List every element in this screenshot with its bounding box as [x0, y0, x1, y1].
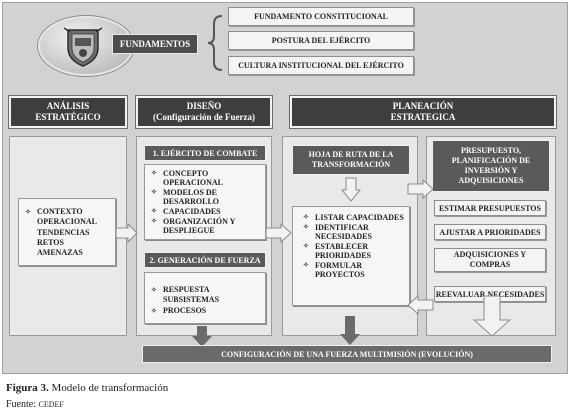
hoja-ruta-box: LISTAR CAPACIDADES IDENTIFICAR NECESIDAD… [292, 206, 410, 306]
ejercito-combate-item: CAPACIDADES [151, 207, 262, 216]
ejercito-combate-box: CONCEPTO OPERACIONAL MODELOS DE DESARROL… [144, 164, 266, 240]
hoja-ruta-item: FORMULAR PROYECTOS [303, 261, 406, 279]
arrow-right-icon [407, 178, 434, 200]
caption-text: Modelo de transformación [48, 382, 169, 394]
planeacion-header: PLANEACIÓN ESTRATEGICA [290, 96, 556, 128]
brace-icon [207, 15, 223, 71]
presupuesto-title: PRESUPUESTO, PLANIFICACIÓN DE INVERSIÓN … [432, 140, 550, 192]
diseno-header: DISEÑO (Configuración de Fuerza) [136, 96, 272, 128]
generacion-fuerza-title: 2. GENERACIÓN DE FUERZA [144, 252, 266, 268]
arrow-left-icon [407, 294, 434, 316]
ejercito-combate-item: CONCEPTO OPERACIONAL [151, 169, 262, 187]
planeacion-title-line2: ESTRATEGICA [390, 112, 456, 122]
arrow-down-icon [192, 326, 212, 347]
figure-source: Fuente: CEDEF [6, 399, 64, 410]
caption-label: Figura 3. [6, 382, 49, 394]
coat-of-arms-icon [63, 27, 103, 67]
ejercito-combate-item: MODELOS DE DESARROLLO [151, 188, 262, 206]
hoja-ruta-item: ESTABLECER PRIORIDADES [303, 242, 406, 260]
arrow-down-icon [340, 316, 360, 345]
hoja-ruta-item: IDENTIFICAR NECESIDADES [303, 223, 406, 241]
fundamento-item: CULTURA INSTITUCIONAL DEL EJÉRCITO [228, 56, 414, 75]
figure-caption: Figura 3. Modelo de transformación [6, 382, 168, 394]
source-value: CEDEF [38, 400, 64, 409]
presupuesto-step: AJUSTAR A PRIORIDADES [434, 224, 546, 240]
presupuesto-step: ESTIMAR PRESUPUESTOS [434, 200, 546, 216]
arrow-right-icon [265, 222, 292, 244]
arrow-down-icon [472, 295, 512, 337]
planeacion-title-line1: PLANEACIÓN [392, 101, 454, 111]
diseno-title-line1: DISEÑO [186, 101, 222, 111]
fundamentos-label: FUNDAMENTOS [112, 34, 198, 54]
generacion-fuerza-item: PROCESOS [151, 306, 262, 316]
hoja-ruta-item: LISTAR CAPACIDADES [303, 213, 406, 222]
analisis-item: AMENAZAS [37, 248, 83, 257]
diseno-title-line2: (Configuración de Fuerza) [153, 112, 255, 122]
fundamento-item: POSTURA DEL EJÉRCITO [228, 31, 414, 50]
analisis-item: TENDENCIAS [37, 228, 90, 237]
source-label: Fuente: [6, 399, 39, 410]
arrow-down-icon [340, 177, 362, 202]
ejercito-combate-item: ORGANIZACIÓN Y DESPLIEGUE [151, 217, 262, 235]
arrow-right-icon [115, 222, 138, 244]
analisis-title-line2: ESTRATÉGICO [35, 112, 101, 122]
analisis-title-line1: ANÁLISIS [46, 101, 90, 111]
presupuesto-step: ADQUISICIONES Y COMPRAS [434, 248, 546, 272]
analisis-item: RETOS [37, 238, 64, 247]
fundamento-item: FUNDAMENTO CONSTITUCIONAL [228, 7, 414, 26]
analisis-header: ANÁLISIS ESTRATÉGICO [9, 96, 127, 128]
ejercito-combate-title: 1. EJÉRCITO DE COMBATE [144, 145, 266, 161]
hoja-ruta-title: HOJA DE RUTA DE LA TRANSFORMACIÓN [292, 145, 410, 175]
bottom-bar: CONFIGURACIÓN DE UNA FUERZA MULTIMISIÓN … [142, 345, 552, 363]
